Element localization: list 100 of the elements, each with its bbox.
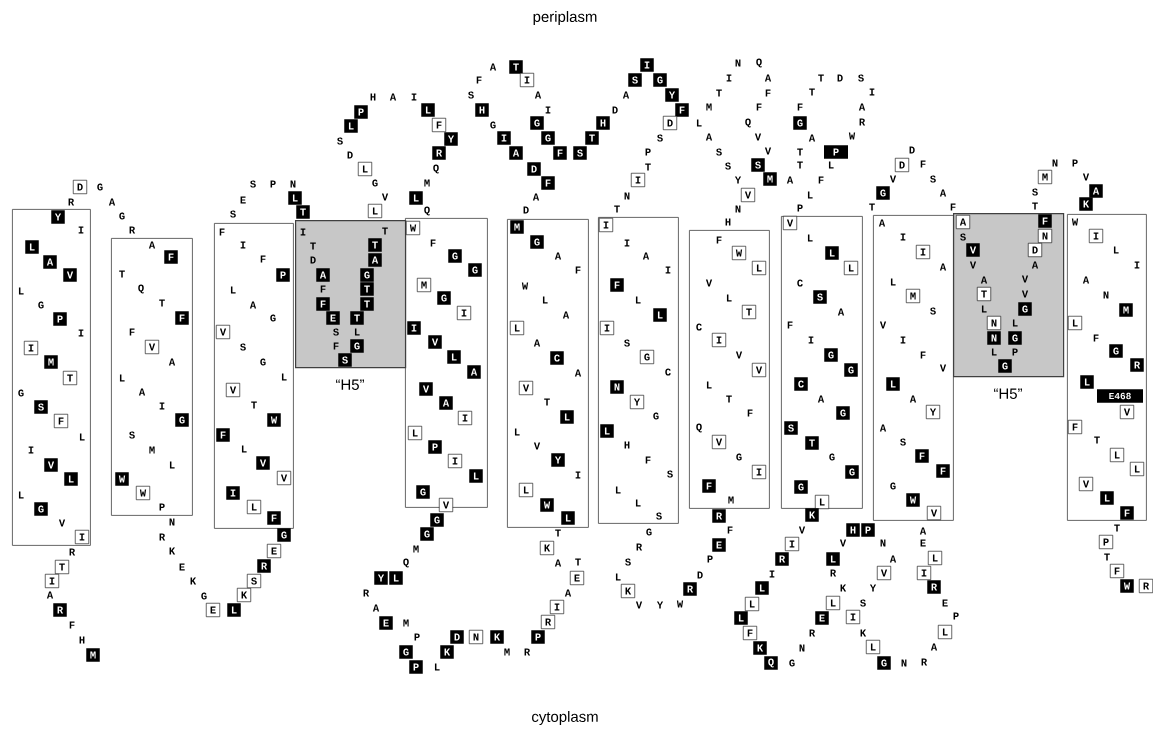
residue-box: L — [357, 161, 373, 177]
residue-letter: K — [190, 577, 197, 585]
residue-letter: A — [808, 134, 816, 142]
residue-box: N — [987, 331, 1001, 345]
residue-box: V — [740, 187, 756, 203]
residue-box: G — [541, 131, 555, 145]
residue-box: L — [751, 260, 767, 276]
residue-letter: R — [524, 648, 531, 656]
residue-box: D — [450, 630, 464, 644]
residue-box: L — [744, 596, 760, 612]
residue-letter: I — [78, 329, 84, 337]
residue-letter: A — [1082, 276, 1090, 284]
residue-box: G — [998, 359, 1012, 373]
residue-box: E — [569, 570, 585, 586]
residue-box: L — [1109, 447, 1125, 463]
residue-box: A — [1089, 184, 1103, 198]
residue-letter: A — [858, 103, 866, 111]
residue-box: L — [421, 103, 435, 117]
residue-box: L — [1100, 491, 1114, 505]
residue-letter: L — [18, 287, 24, 295]
residue-letter: D — [612, 106, 618, 114]
residue-letter: A — [705, 133, 713, 141]
residue-box: E — [379, 616, 393, 630]
residue-box: V — [215, 324, 231, 340]
residue-letter: G — [18, 389, 24, 397]
residue-letter: A — [837, 308, 845, 316]
residue-letter: L — [615, 573, 621, 581]
residue-letter: T — [1104, 553, 1110, 561]
residue-box: L — [1080, 375, 1094, 389]
residue-letter: A — [879, 424, 887, 432]
residue-letter: I — [78, 226, 84, 234]
residue-box: V — [926, 505, 942, 521]
residue-letter: F — [476, 76, 482, 84]
residue-letter: V — [58, 519, 66, 527]
residue-letter: I — [900, 233, 906, 241]
residue-box: N — [610, 380, 624, 394]
residue-box: S — [813, 290, 827, 304]
residue-letter: V — [754, 133, 762, 141]
residue-letter: L — [434, 663, 440, 671]
residue-letter: M — [403, 619, 409, 627]
residue-letter: L — [354, 328, 360, 336]
residue-letter: L — [542, 296, 548, 304]
residue-box: L — [927, 550, 943, 566]
residue-box: F — [316, 297, 330, 311]
residue-letter: A — [939, 189, 947, 197]
residue-letter: I — [808, 336, 814, 344]
residue-letter: A — [534, 91, 542, 99]
residue-letter: A — [980, 276, 988, 284]
residue-box: L — [814, 494, 830, 510]
residue-letter: H — [79, 636, 85, 644]
residue-box: I — [751, 464, 767, 480]
residue-box: I — [226, 486, 240, 500]
residue-box: E — [326, 311, 340, 325]
residue-box: M — [510, 220, 524, 234]
residue-box: T — [54, 559, 70, 575]
residue-box: E — [266, 543, 282, 559]
residue-box: T — [62, 370, 78, 386]
residue-box: G — [1018, 302, 1032, 316]
residue-letter: S — [900, 438, 906, 446]
residue-box: G — [175, 413, 189, 427]
residue-box: V — [419, 382, 433, 396]
residue-letter: Q — [424, 206, 430, 216]
residue-letter: S — [930, 175, 936, 183]
residue-box: P — [53, 312, 67, 326]
residue-letter: G — [653, 412, 659, 420]
residue-letter: V — [1021, 290, 1029, 298]
residue-letter: F — [129, 328, 135, 336]
residue-box: I — [74, 529, 90, 545]
residue-letter: I — [28, 446, 34, 454]
residue-box: K — [805, 508, 819, 522]
residue-letter: I — [665, 266, 671, 274]
residue-letter: D — [909, 146, 915, 154]
residue-box: W — [405, 220, 421, 236]
residue-letter: K — [840, 584, 847, 592]
residue-box: L — [367, 203, 383, 219]
residue-letter: L — [230, 286, 236, 294]
residue-letter: Q — [403, 558, 409, 568]
residue-box: T — [360, 297, 374, 311]
residue-letter: S — [657, 134, 663, 142]
residue-letter: F — [727, 526, 733, 534]
residue-letter: D — [347, 151, 353, 159]
residue-box: T — [976, 286, 992, 302]
residue-box: I — [457, 410, 473, 426]
residue-letter: T — [614, 205, 620, 213]
residue-box: H — [475, 103, 489, 117]
residue-box: I — [640, 58, 654, 72]
residue-letter: Y — [734, 176, 742, 184]
residue-letter: G — [789, 659, 795, 667]
residue-box: L — [653, 308, 667, 322]
residue-box: L — [64, 472, 78, 486]
residue-letter: A — [554, 252, 562, 260]
residue-box: L — [344, 119, 358, 133]
residue-box: E — [712, 538, 726, 552]
residue-box: F — [175, 311, 189, 325]
residue-letter: V — [735, 351, 743, 359]
residue-letter: I — [869, 88, 875, 96]
residue-box: D — [894, 157, 910, 173]
residue-box: P — [1098, 534, 1114, 550]
residue-letter: S — [129, 431, 135, 439]
residue-box: F — [936, 464, 950, 478]
